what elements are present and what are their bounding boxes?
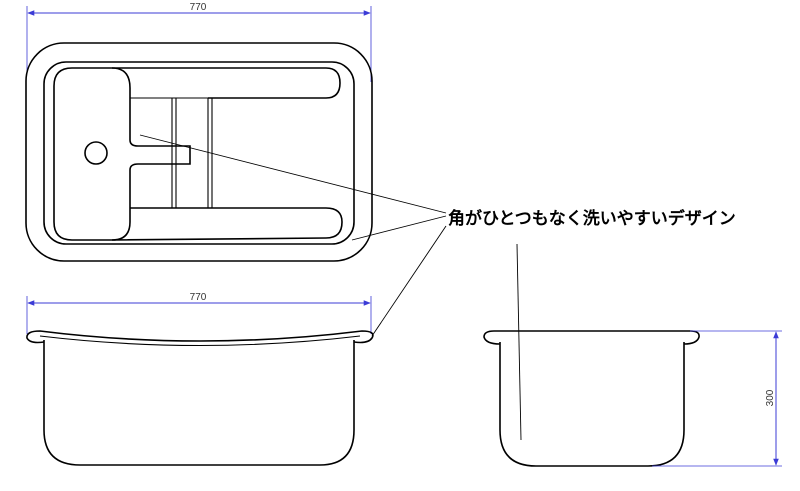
sink-inner-basin [43,61,355,245]
left-platform [53,67,191,241]
upper-channel [112,67,341,99]
top-view: 770 [25,2,373,262]
front-width-label: 770 [190,292,207,303]
lower-channel [111,207,343,241]
side-rim [483,330,700,345]
callout: 角がひとつもなく洗いやすいデザイン [139,134,736,441]
callout-text: 角がひとつもなく洗いやすいデザイン [448,208,736,229]
front-basin-body [43,340,355,466]
side-height-label: 300 [765,389,776,406]
front-rim-top-curve [39,335,361,347]
side-basin-body [499,342,685,467]
side-view: 300 [483,330,782,467]
leader-to-channel [351,215,447,241]
top-width-dimension: 770 [26,2,372,82]
leader-to-front-rim [371,225,447,337]
front-view: 770 [26,292,374,466]
drain-hole [84,141,108,165]
top-width-label: 770 [190,2,207,13]
front-rim [26,330,374,344]
leader-to-platform [139,134,447,214]
leader-to-side-view [516,243,522,441]
middle-slats [130,97,213,208]
sink-outer-rim [25,42,373,262]
front-width-dimension: 770 [26,292,372,334]
side-height-dimension: 300 [652,330,782,467]
